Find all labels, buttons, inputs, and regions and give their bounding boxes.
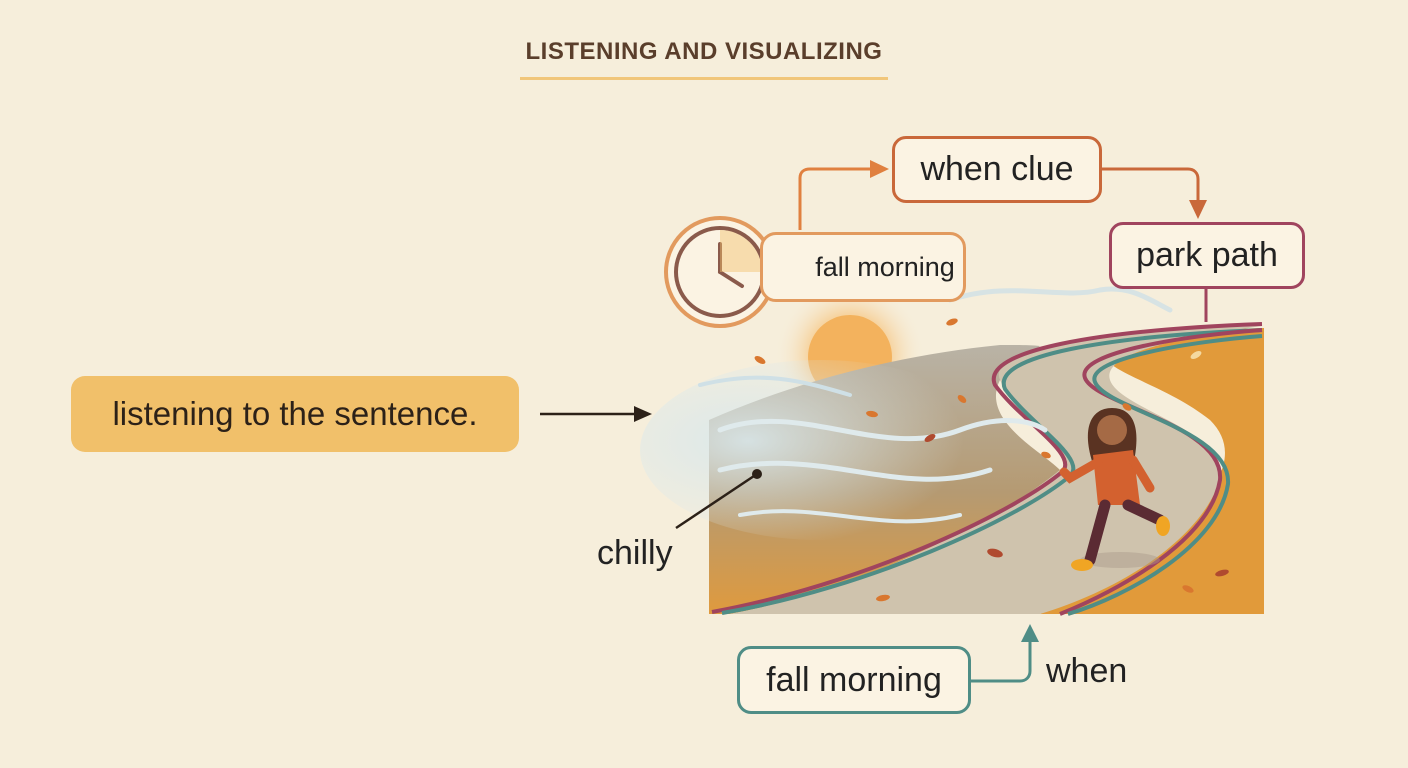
when-clue-box: when clue <box>892 136 1102 203</box>
chilly-pointer <box>675 472 758 530</box>
path-edge-teal-left <box>721 328 1263 615</box>
sentence-pill: listening to the sentence. <box>71 376 519 452</box>
falling-leaves <box>754 318 1229 602</box>
title-underline <box>520 77 888 80</box>
orange-field <box>1040 328 1264 614</box>
page-title: LISTENING AND VISUALIZING <box>525 38 883 65</box>
park-path-road <box>730 326 1262 614</box>
when-label: when <box>1046 652 1128 690</box>
fall-morning-callout: fall morning <box>760 232 966 302</box>
path-edge-plum-left <box>711 322 1263 614</box>
fall-morning-box: fall morning <box>737 646 971 714</box>
chilly-label: chilly <box>597 534 673 572</box>
connector-fall-bottom-to-when <box>971 640 1032 683</box>
runner-girl <box>1059 408 1170 571</box>
connector-fall-to-when-clue <box>798 167 872 230</box>
connector-when-clue-to-park-path <box>1102 167 1200 203</box>
path-edge-teal-right <box>1067 334 1263 616</box>
clock-icon <box>664 216 776 328</box>
park-path-box: park path <box>1109 222 1305 289</box>
